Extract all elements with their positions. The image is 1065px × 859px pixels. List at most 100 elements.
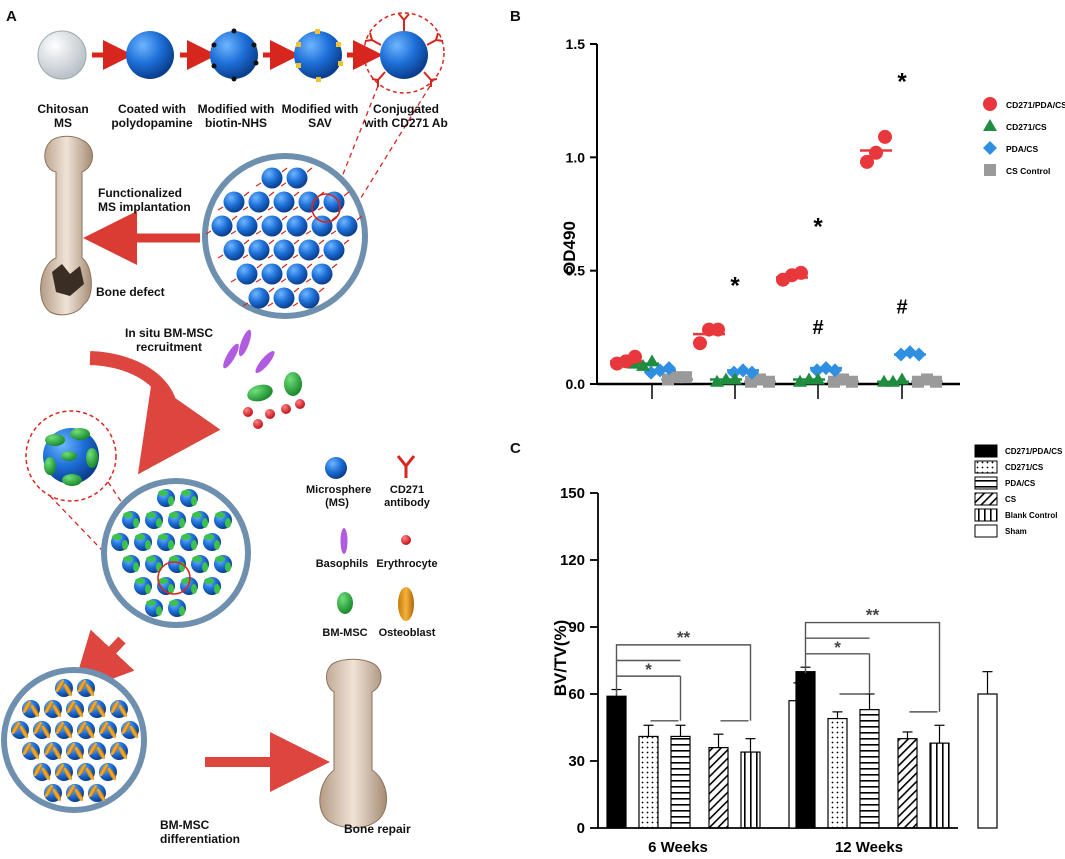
category-label-6-weeks: 6 Weeks xyxy=(648,839,708,856)
legend-label-bm-msc: BM-MSC xyxy=(322,627,368,639)
bar xyxy=(638,735,659,829)
differentiation-arrow xyxy=(71,629,135,694)
microsphere-icon xyxy=(286,215,308,237)
y-tick-label: 1.0 xyxy=(566,149,586,165)
data-point xyxy=(983,141,997,155)
microsphere-icon xyxy=(236,215,258,237)
sav-ms-icon xyxy=(294,29,343,82)
panel-a-diagram xyxy=(1,12,445,829)
significance-mark: * xyxy=(897,68,907,95)
microsphere-icon xyxy=(273,287,295,309)
data-point xyxy=(984,164,996,176)
erythrocyte-icon xyxy=(265,409,275,419)
microsphere-icon xyxy=(248,287,270,309)
data-point xyxy=(680,371,692,384)
microsphere-icon xyxy=(261,215,283,237)
basophil-icon xyxy=(340,528,348,554)
legend-swatch xyxy=(974,444,998,458)
bone-defect-label: Bone defect xyxy=(96,285,165,299)
microsphere-icon xyxy=(311,215,333,237)
panel-label-b: B xyxy=(510,8,521,25)
legend-label: CS xyxy=(1005,495,1017,504)
legend-label: CD271/CS xyxy=(1006,122,1047,132)
bone-repair-icon xyxy=(319,658,388,829)
bm-msc-icon xyxy=(247,384,273,402)
recruited-cells xyxy=(223,329,305,429)
panel-label-a: A xyxy=(6,8,17,25)
data-point xyxy=(869,145,883,160)
chitosan-ms-icon xyxy=(37,30,87,80)
c-y-axis-label: BV/TV(%) xyxy=(551,620,570,697)
microsphere-icon xyxy=(286,263,308,285)
microsphere-icon xyxy=(248,239,270,261)
legend-label-basophils: Basophils xyxy=(315,558,369,570)
microsphere-icon xyxy=(286,167,308,189)
data-point xyxy=(636,358,650,371)
legend-swatch xyxy=(974,508,998,522)
diagram-legend xyxy=(325,455,416,621)
y-tick-label: 150 xyxy=(560,485,585,502)
bar xyxy=(929,742,950,829)
legend-swatch xyxy=(974,524,998,538)
bar xyxy=(897,738,918,829)
significance-mark: ** xyxy=(866,606,880,625)
bm-msc-icon xyxy=(337,592,353,614)
bar xyxy=(670,735,691,829)
biotin-ms-icon xyxy=(210,28,259,82)
significance-mark: # xyxy=(896,297,907,319)
bone-defect-icon xyxy=(40,135,93,316)
legend-label-osteoblast: Osteoblast xyxy=(378,627,436,639)
microsphere-icon xyxy=(261,263,283,285)
significance-mark: # xyxy=(812,317,823,339)
microsphere-sequence xyxy=(37,12,445,94)
microsphere-icon xyxy=(311,263,333,285)
data-point xyxy=(878,129,892,144)
legend-label: PDA/CS xyxy=(1006,144,1038,154)
erythrocyte-icon xyxy=(253,419,263,429)
functionalized-ms-cluster xyxy=(202,153,368,319)
microsphere-icon xyxy=(223,191,245,213)
bone-repair-label: Bone repair xyxy=(344,822,411,836)
erythrocyte-icon xyxy=(281,404,291,414)
microsphere-icon xyxy=(336,215,358,237)
legend-label: Blank Control xyxy=(1005,511,1057,520)
microsphere-icon xyxy=(273,239,295,261)
data-point xyxy=(860,154,874,169)
erythrocyte-icon xyxy=(401,535,411,545)
microsphere-icon xyxy=(273,191,295,213)
bar xyxy=(827,717,848,829)
msc-coated-ms-zoom xyxy=(25,410,117,502)
y-tick-label: 1.5 xyxy=(566,36,586,52)
data-point xyxy=(983,119,997,131)
microsphere-icon xyxy=(298,239,320,261)
microsphere-icon xyxy=(298,191,320,213)
legend-label: CD271/CS xyxy=(1005,463,1044,472)
microsphere-icon xyxy=(236,263,258,285)
bar xyxy=(606,695,627,829)
microsphere-icon xyxy=(325,457,347,479)
microsphere-icon xyxy=(323,239,345,261)
pda-ms-icon xyxy=(126,31,174,79)
microsphere-icon xyxy=(211,215,233,237)
significance-bracket xyxy=(615,644,752,722)
data-point xyxy=(693,336,707,351)
b-y-axis-label: OD490 xyxy=(560,221,579,275)
recruitment-arrow xyxy=(89,351,221,475)
legend-swatch xyxy=(974,460,998,474)
basophil-icon xyxy=(238,329,252,357)
significance-mark: * xyxy=(813,213,823,240)
microsphere-icon xyxy=(261,167,283,189)
recruited-msc-cluster xyxy=(101,478,251,628)
y-tick-label: 90 xyxy=(568,619,585,636)
y-tick-label: 120 xyxy=(560,552,585,569)
legend-label: CS Control xyxy=(1006,166,1050,176)
microsphere-icon xyxy=(298,287,320,309)
basophil-icon xyxy=(255,350,275,374)
antibody-icon xyxy=(396,455,416,478)
